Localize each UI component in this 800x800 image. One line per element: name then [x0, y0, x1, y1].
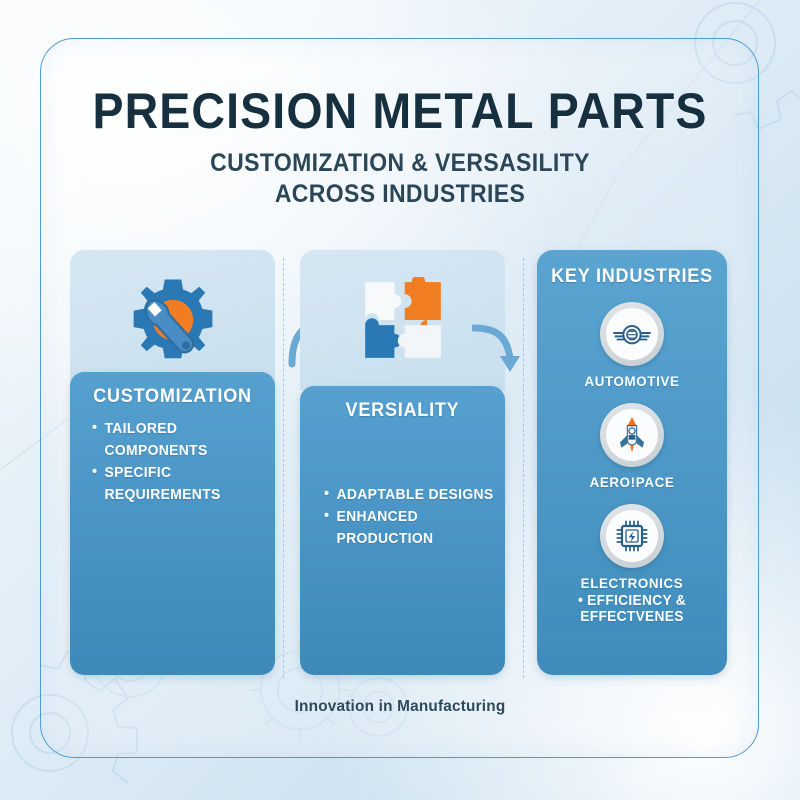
industry-electronics[interactable]: ELECTRONICS EFFICIENCY & EFFECTVENES	[537, 504, 727, 625]
customization-bullet-list: TAILORED COMPONENTS SPECIFIC REQUIREMENT…	[70, 417, 275, 506]
page-subtitle: CUSTOMIZATION & VERSASILITY ACROSS INDUS…	[78, 148, 722, 210]
subtitle-line-2: ACROSS INDUSTRIES	[274, 180, 526, 208]
industry-aerospace[interactable]: AERO!PACE	[537, 403, 727, 490]
key-industries-card[interactable]: KEY INDUSTRIES	[537, 250, 727, 675]
subtitle-line-1: CUSTOMIZATION & VERSASILITY	[210, 149, 590, 177]
key-industries-title: KEY INDUSTRIES	[551, 266, 713, 287]
versiality-bullet-list: ADAPTABLE DESIGNS ENHANCED PRODUCTION	[300, 483, 505, 550]
customization-icon-panel	[70, 250, 275, 390]
electronics-label: ELECTRONICS	[580, 575, 684, 591]
arrow-versiality-to-industries-icon	[472, 324, 520, 372]
column-divider-1	[283, 258, 284, 678]
key-industries-bullet-list: EFFICIENCY & EFFECTVENES	[537, 593, 727, 625]
list-item: ADAPTABLE DESIGNS	[324, 483, 498, 506]
header: PRECISION METAL PARTS CUSTOMIZATION & VE…	[50, 86, 750, 210]
aerospace-badge	[600, 403, 664, 467]
gear-wrench-icon	[133, 279, 212, 359]
column-divider-2	[523, 258, 524, 678]
footer-tagline: Innovation in Manufacturing	[294, 698, 506, 715]
versiality-card[interactable]: VERSIALITY ADAPTABLE DESIGNS ENHANCED PR…	[300, 386, 505, 675]
versiality-title: VERSIALITY	[345, 400, 460, 421]
list-item: ENHANCED PRODUCTION	[324, 505, 498, 550]
list-item: EFFICIENCY & EFFECTVENES	[542, 593, 723, 625]
list-item: SPECIFIC REQUIREMENTS	[92, 461, 268, 506]
versiality-icon-panel	[300, 250, 505, 390]
industry-automotive[interactable]: AUTOMOTIVE	[537, 302, 727, 389]
rocket-icon	[620, 417, 644, 453]
page-title: PRECISION METAL PARTS	[92, 83, 708, 139]
automotive-label: AUTOMOTIVE	[584, 373, 680, 389]
automotive-badge	[600, 302, 664, 366]
customization-card[interactable]: CUSTOMIZATION TAILORED COMPONENTS SPECIF…	[70, 372, 275, 675]
electronics-badge	[600, 504, 664, 568]
list-item: TAILORED COMPONENTS	[92, 417, 268, 462]
aerospace-label: AERO!PACE	[589, 474, 675, 490]
winged-wheel-icon	[613, 325, 651, 345]
customization-title: CUSTOMIZATION	[93, 386, 252, 407]
puzzle-pieces-icon	[364, 277, 441, 358]
microchip-icon	[616, 520, 648, 552]
